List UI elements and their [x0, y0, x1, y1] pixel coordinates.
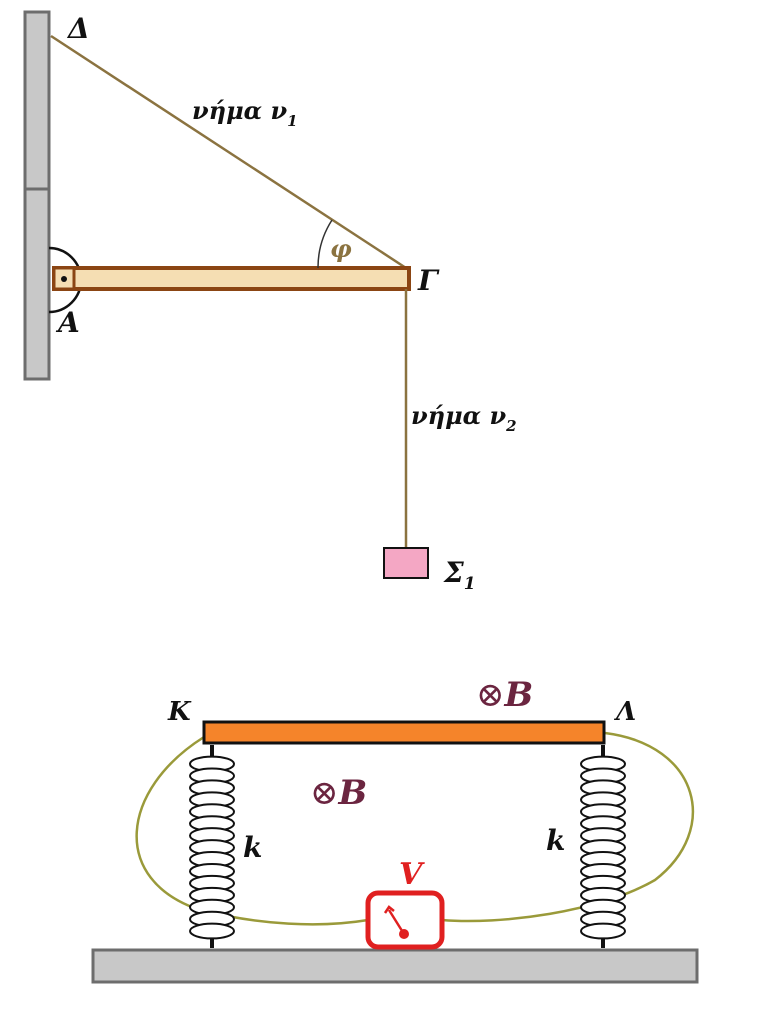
label-spring-left-k: k: [243, 831, 262, 864]
field-label-top: ⊗B: [476, 675, 533, 715]
label-voltmeter: V: [399, 857, 425, 892]
mass-sigma1: [383, 547, 429, 579]
label-string1: νήμα ν1: [192, 96, 298, 130]
hinge-pin: [61, 276, 67, 282]
string-v1: [50, 34, 407, 270]
label-alpha: Α: [55, 306, 80, 339]
label-gamma: Γ: [417, 264, 440, 297]
label-lambda-point: Λ: [613, 697, 636, 727]
horizontal-rod: [52, 266, 411, 291]
label-spring-right-k: k: [546, 824, 565, 857]
wall: [23, 10, 51, 381]
label-delta: Δ: [66, 12, 90, 45]
conducting-bar: [202, 720, 606, 745]
angle-arc: [317, 219, 333, 269]
spring-left: [189, 745, 235, 948]
label-k-point: Κ: [167, 697, 192, 727]
spring-right: [580, 745, 626, 948]
label-string2: νήμα ν2: [411, 401, 517, 435]
ground-base: [91, 948, 699, 984]
field-label-middle: ⊗B: [310, 773, 367, 813]
voltmeter: [365, 890, 445, 950]
label-phi: φ: [330, 234, 352, 263]
label-sigma1: Σ1: [443, 556, 476, 594]
